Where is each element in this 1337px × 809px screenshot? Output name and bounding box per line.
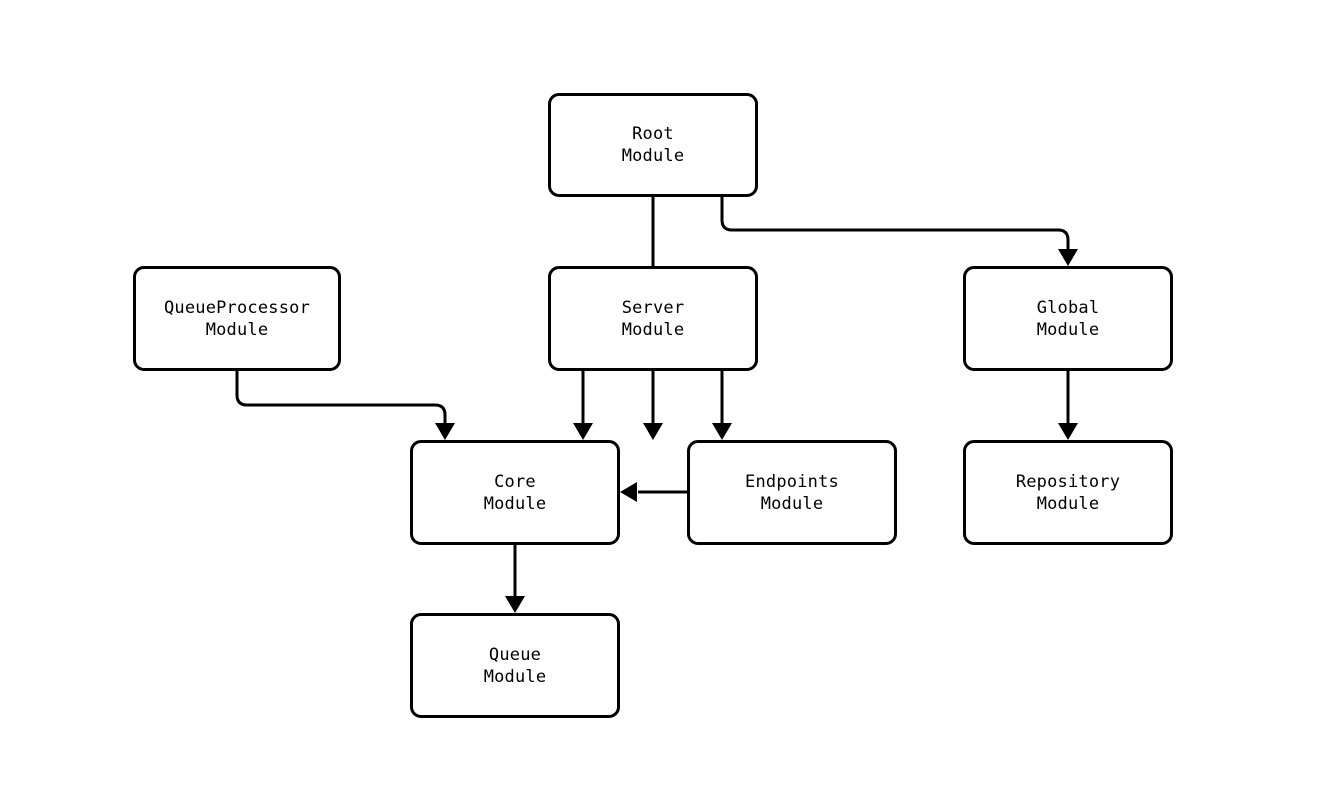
node-repository-module[interactable]: Repository Module bbox=[963, 440, 1173, 545]
node-label-queueprocessor-module: QueueProcessor Module bbox=[163, 297, 311, 340]
edge-queueprocessor-to-core bbox=[235, 371, 447, 424]
arrowhead-root-to-global bbox=[1058, 249, 1078, 266]
arrowhead-server-to-endpoints bbox=[712, 423, 732, 440]
arrowhead-core-to-queue bbox=[505, 596, 525, 613]
arrowhead-queueprocessor-to-core bbox=[435, 423, 455, 440]
node-global-module[interactable]: Global Module bbox=[963, 266, 1173, 371]
arrowhead-server-to-core bbox=[573, 423, 593, 440]
edge-root-to-global bbox=[720, 197, 1070, 250]
node-endpoints-module[interactable]: Endpoints Module bbox=[687, 440, 897, 545]
node-root-module[interactable]: Root Module bbox=[548, 93, 758, 197]
arrowhead-root-to-server bbox=[643, 423, 663, 440]
node-label-server-module: Server Module bbox=[621, 297, 685, 340]
node-label-repository-module: Repository Module bbox=[1015, 471, 1121, 514]
node-queue-module[interactable]: Queue Module bbox=[410, 613, 620, 718]
node-label-endpoints-module: Endpoints Module bbox=[745, 471, 839, 514]
node-server-module[interactable]: Server Module bbox=[548, 266, 758, 371]
node-core-module[interactable]: Core Module bbox=[410, 440, 620, 545]
node-label-queue-module: Queue Module bbox=[483, 644, 547, 687]
node-label-root-module: Root Module bbox=[621, 124, 685, 166]
arrowhead-endpoints-to-core bbox=[620, 482, 637, 502]
node-label-global-module: Global Module bbox=[1036, 297, 1100, 340]
node-label-core-module: Core Module bbox=[483, 471, 547, 514]
node-queueprocessor-module[interactable]: QueueProcessor Module bbox=[133, 266, 341, 371]
arrowhead-global-to-repository bbox=[1058, 423, 1078, 440]
